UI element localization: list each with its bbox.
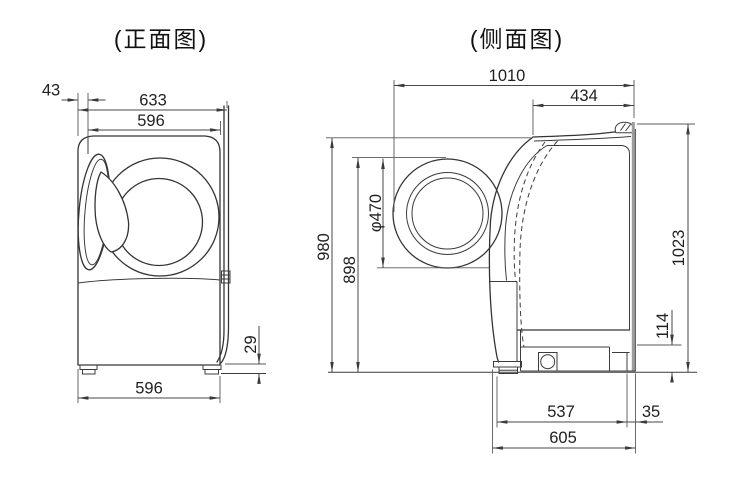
side-view-dimensions: 1010 434 980 898 φ470 1023 114 537 xyxy=(315,67,695,454)
side-door-outer-circle xyxy=(392,158,503,269)
dim-front-bottom-width: 596 xyxy=(135,380,163,398)
side-rear-clip xyxy=(614,121,635,134)
front-side-strip-inner xyxy=(216,105,225,363)
front-view-machine-outline xyxy=(77,105,266,375)
dim-side-rear-offset: 35 xyxy=(642,403,660,421)
side-pump-circle xyxy=(540,354,556,370)
front-door-handle-panel xyxy=(94,171,130,253)
dim-front-door-offset: 43 xyxy=(42,82,60,100)
dim-side-overall-height: 1023 xyxy=(670,230,688,267)
dim-side-bottom-depth: 605 xyxy=(549,429,577,447)
dim-side-overall-depth: 1010 xyxy=(489,67,526,85)
dim-side-base-height: 114 xyxy=(654,313,672,339)
front-left-foot xyxy=(79,364,98,375)
dim-side-body-height: 980 xyxy=(315,233,333,261)
side-hidden-line-1 xyxy=(519,140,558,348)
side-view-machine-outline xyxy=(328,121,697,374)
side-pump-box xyxy=(538,352,558,372)
side-view-title: (侧面图) xyxy=(470,26,564,52)
side-door-window xyxy=(411,177,484,250)
side-hidden-line-2 xyxy=(513,141,546,281)
front-right-foot xyxy=(202,364,222,375)
dim-side-base-depth: 537 xyxy=(547,403,575,421)
front-view-drawing: (正面图) 43 xyxy=(42,26,266,403)
dim-side-top-depth: 434 xyxy=(570,87,598,105)
front-view-title: (正面图) xyxy=(114,26,208,52)
dim-side-door-diameter: φ470 xyxy=(367,194,385,232)
front-lower-seam xyxy=(77,277,221,284)
side-pedestal xyxy=(520,330,636,372)
side-rear-clip-hatch xyxy=(620,123,631,132)
front-side-strip-outer xyxy=(220,105,230,364)
side-view-drawing: (侧面图) xyxy=(315,26,697,454)
dim-front-overall-width: 633 xyxy=(139,92,167,110)
dim-side-door-top-height: 898 xyxy=(341,256,359,284)
side-front-column xyxy=(489,281,518,362)
side-front-foot xyxy=(493,361,522,374)
front-hinge-detail xyxy=(221,270,231,284)
dim-front-foot-height: 29 xyxy=(242,335,260,353)
side-top-edge-inner xyxy=(533,136,632,142)
side-inner-cabinet xyxy=(547,145,630,330)
side-front-outer-curve xyxy=(488,136,534,363)
dim-front-body-width: 596 xyxy=(137,112,165,130)
side-front-inner-curve xyxy=(504,145,548,281)
front-view-dimensions: 43 633 596 596 29 xyxy=(42,82,266,403)
front-body xyxy=(77,135,221,366)
side-door-ring xyxy=(406,172,489,255)
